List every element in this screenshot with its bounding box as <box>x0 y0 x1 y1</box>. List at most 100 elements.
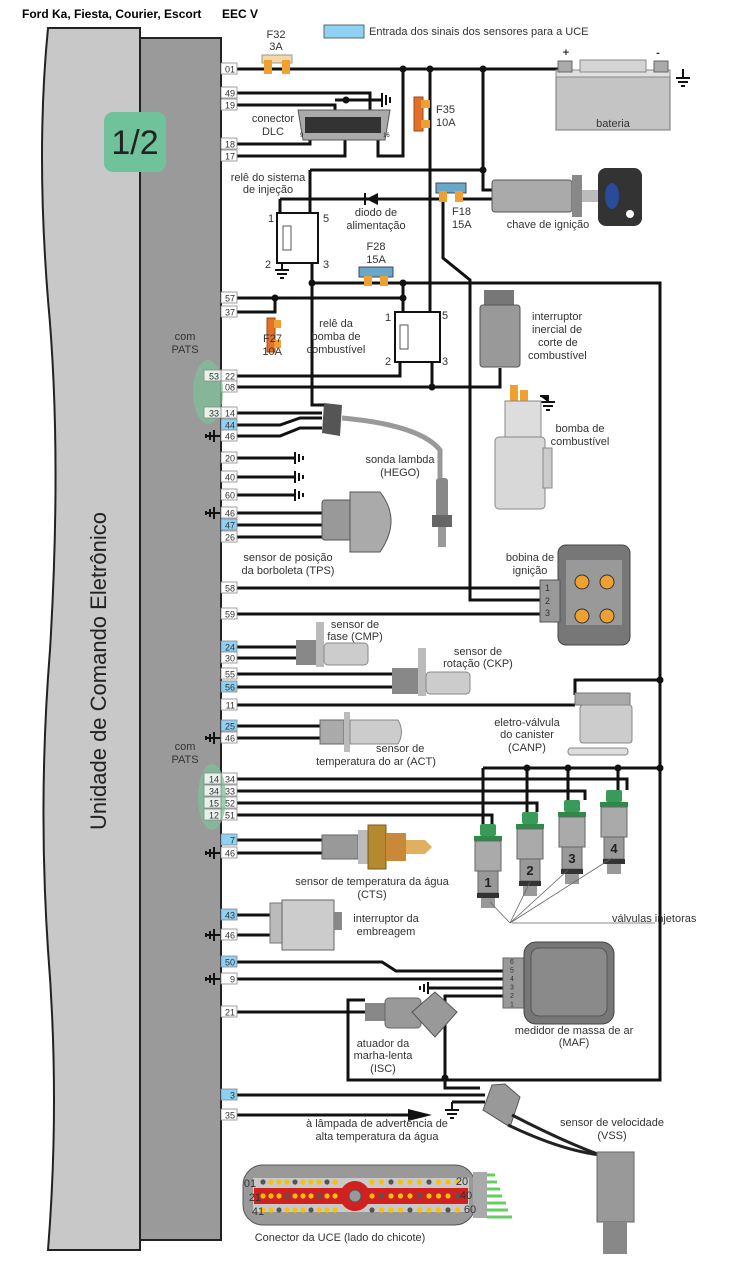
ecu-pin: 14 <box>220 406 238 419</box>
ecu-pin: 44 <box>220 418 238 431</box>
pin-number: 34 <box>225 775 235 785</box>
connector-pin <box>292 1193 298 1199</box>
connector-pin <box>300 1179 306 1185</box>
connector-pin <box>332 1207 338 1213</box>
pats-pin-box <box>203 369 222 382</box>
pin-box <box>220 731 238 744</box>
pin-box <box>220 518 238 531</box>
connector-pin <box>316 1193 322 1199</box>
connector-pin <box>369 1207 375 1213</box>
pin-number: 43 <box>225 911 235 921</box>
connector-pin <box>445 1179 451 1185</box>
act-label: temperatura do ar (ACT) <box>316 756 436 768</box>
vss-sensor <box>482 1083 635 1254</box>
canp-label: do canister <box>500 729 554 741</box>
pin-number: 44 <box>225 421 235 431</box>
clutch-label: interruptor da <box>353 913 419 925</box>
hego-label: (HEGO) <box>380 467 420 479</box>
diode-label: diodo de <box>355 207 397 219</box>
inertia-switch-label: inercial de <box>532 324 582 336</box>
coil-label: ignição <box>513 565 548 577</box>
canp-label: eletro-válvula <box>494 717 560 729</box>
maf-label: (MAF) <box>559 1037 590 1049</box>
ecu-pin: 40 <box>220 470 238 483</box>
ecu-pin: 20 <box>220 451 238 464</box>
pin-box <box>220 581 238 594</box>
fuel-pump <box>494 385 553 510</box>
pin-number: 01 <box>225 65 235 75</box>
dlc-label: conector <box>252 113 295 125</box>
connector-pin <box>407 1207 413 1213</box>
ecu-pin: 50 <box>220 955 238 968</box>
pin-number: 40 <box>225 473 235 483</box>
connector-pin <box>388 1193 394 1199</box>
connector-pin <box>276 1193 282 1199</box>
pin-number: 20 <box>225 454 235 464</box>
ecu-connector-label: Conector da UCE (lado do chicote) <box>255 1232 426 1244</box>
connector-pin <box>416 1193 423 1199</box>
connector-pin <box>388 1179 394 1185</box>
pin-box <box>220 149 238 162</box>
ecu-pin: 24 <box>220 640 238 653</box>
injector-number: 1 <box>484 875 491 890</box>
tps-label: sensor de posição <box>243 552 332 564</box>
maf-pin: 4 <box>510 976 514 983</box>
ecu-name: Unidade de Comando Eletrônico <box>86 512 111 830</box>
pin-box <box>220 1005 238 1018</box>
connector-pin <box>284 1179 290 1185</box>
ecu-pin: 19 <box>220 98 238 111</box>
injector-leaders <box>489 857 655 924</box>
connector-pin <box>416 1207 423 1213</box>
pin-number: 24 <box>225 643 235 653</box>
ecu-pin: 01 <box>220 62 238 75</box>
ecu-pin: 25 <box>220 719 238 732</box>
connector-pin <box>284 1207 290 1213</box>
ecu-pins: 0149191817573722081444462040604647265859… <box>220 62 238 1121</box>
pin-number: 46 <box>225 734 235 744</box>
pin-box <box>220 470 238 483</box>
pats-pin-number: 34 <box>209 787 219 797</box>
connector-corner-label: 20 <box>456 1176 468 1188</box>
connector-corner-label: 60 <box>464 1204 476 1216</box>
relay-pin: 5 <box>442 310 448 322</box>
pin-box <box>220 908 238 921</box>
connector-pin <box>388 1207 394 1213</box>
connector-pin <box>369 1179 375 1185</box>
pin-box <box>220 137 238 150</box>
pin-number: 11 <box>226 701 235 711</box>
pin-number: 21 <box>225 1008 235 1018</box>
maf-pin: 6 <box>510 959 514 966</box>
act-label: sensor de <box>376 743 424 755</box>
pats-pin-box <box>203 796 222 809</box>
page-badge <box>104 112 166 172</box>
maf-pin: 2 <box>510 993 514 1000</box>
injection-relay-label: relê do sistema <box>231 172 306 184</box>
cts-label: sensor de temperatura da água <box>295 876 449 888</box>
connector-pin <box>378 1193 385 1199</box>
inertia-switch-label: combustível <box>528 350 587 362</box>
fuse-f35-name: F35 <box>436 104 455 116</box>
lamp-label: alta temperatura da água <box>316 1131 440 1143</box>
maf-pin: 3 <box>510 985 514 992</box>
relay-pin: 1 <box>268 213 274 225</box>
pats-pin-box <box>203 406 222 419</box>
pin-box <box>220 833 238 846</box>
pin-number: 19 <box>225 101 235 111</box>
connector-pin <box>324 1193 330 1199</box>
canp-label: (CANP) <box>508 742 546 754</box>
ecu-pin: 9 <box>220 972 238 985</box>
hego-label: sonda lambda <box>365 454 435 466</box>
pin-box <box>220 719 238 732</box>
ecu-pin: 21 <box>220 1005 238 1018</box>
connector-pin <box>426 1207 432 1213</box>
connector-corner-label: 41 <box>252 1206 264 1218</box>
diode-icon <box>366 193 378 205</box>
pin-box <box>220 451 238 464</box>
fuse-f27-name: F27 <box>263 333 282 345</box>
connector-corner-label: 01 <box>244 1178 256 1190</box>
pats-label: PATS <box>171 754 198 766</box>
pin-number: 52 <box>225 799 235 809</box>
connector-pin <box>276 1207 282 1213</box>
pin-number: 60 <box>225 491 235 501</box>
